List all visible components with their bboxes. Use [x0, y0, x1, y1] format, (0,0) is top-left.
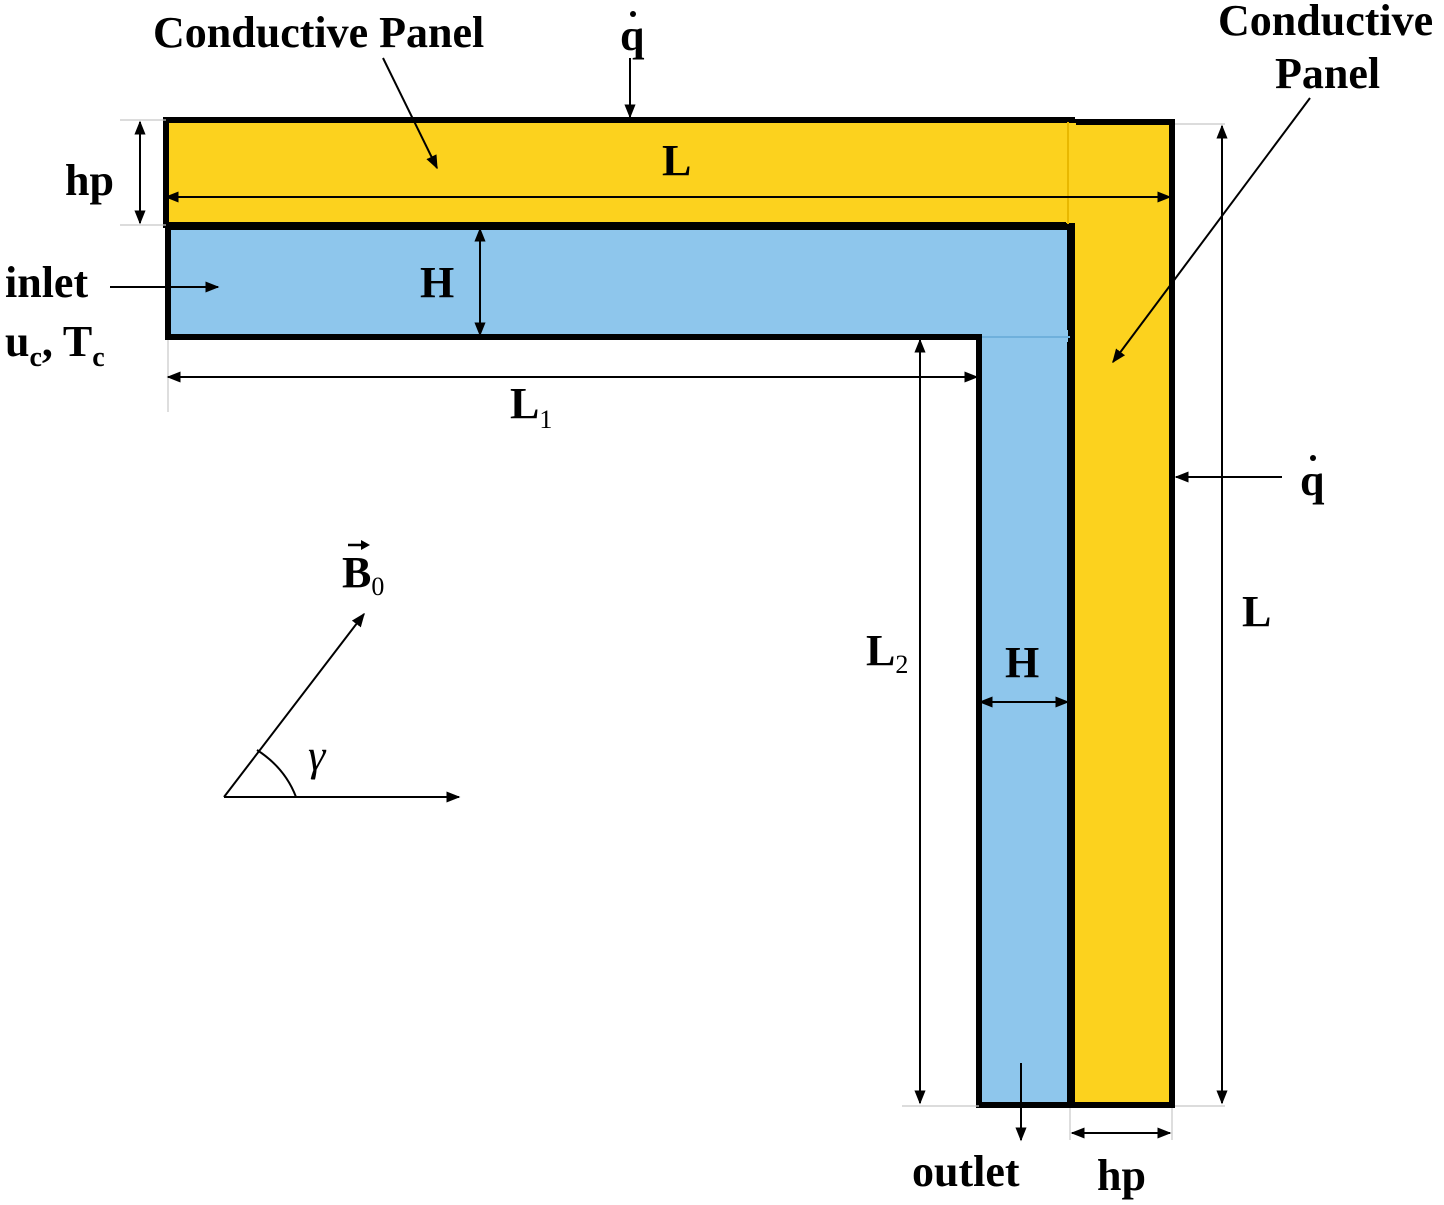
label-conductive-panel-top: Conductive Panel: [153, 8, 484, 57]
panel-joint: [1066, 123, 1076, 223]
label-L-top: L: [662, 136, 691, 185]
q-top-dot: [630, 11, 636, 17]
angle-arc: [256, 749, 297, 798]
horizontal-channel: [165, 224, 1073, 340]
label-q-top: q: [620, 11, 645, 60]
label-L2: L2: [866, 626, 908, 679]
magnetic-field-arrow: [223, 612, 365, 798]
label-conductive-right-line2: Panel: [1275, 49, 1380, 98]
label-conductive-right-line1: Conductive: [1218, 0, 1433, 45]
label-H-vertical: H: [1005, 638, 1039, 687]
right-conductive-panel: [1069, 119, 1175, 1108]
label-H-top: H: [420, 258, 454, 307]
panel-top-pointer: [382, 57, 438, 170]
q-right-dot: [1310, 455, 1316, 461]
label-L-right: L: [1242, 587, 1271, 636]
top-conductive-panel: [163, 117, 1075, 228]
label-hp-bottom: hp: [1097, 1151, 1146, 1200]
label-hp-left: hp: [65, 156, 114, 205]
b-vector-head: [361, 540, 370, 550]
vertical-channel: [976, 334, 1073, 1108]
label-outlet: outlet: [912, 1147, 1020, 1196]
label-B0: B0: [342, 548, 384, 601]
label-inlet: inlet: [5, 258, 88, 307]
label-q-right: q: [1300, 456, 1325, 505]
label-gamma: γ: [308, 731, 327, 780]
label-inlet-conditions: uc,Tc: [5, 317, 105, 373]
label-L1: L1: [510, 379, 552, 434]
panel-right-pointer: [1112, 97, 1311, 364]
